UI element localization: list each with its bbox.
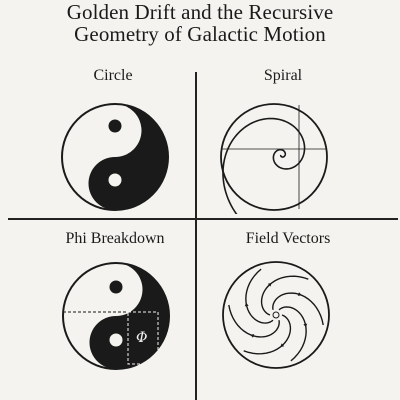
- field-arrowhead: [280, 343, 285, 348]
- phi-dark-half: [89, 263, 169, 369]
- field-arrowhead: [267, 282, 272, 287]
- field-arrowhead: [250, 334, 255, 338]
- field-arm: [272, 292, 324, 326]
- phi-yin-yang: Φ: [62, 262, 170, 370]
- phi-breakdown-label: Phi Breakdown: [65, 230, 165, 247]
- field-vectors-diagram: [222, 261, 330, 369]
- field-arm: [228, 304, 280, 338]
- circle-label: Circle: [93, 67, 133, 84]
- spiral-label: Spiral: [263, 67, 303, 84]
- circle-light-dot: [108, 173, 122, 187]
- spiral-outline: [220, 103, 328, 211]
- title-line-2: Geometry of Galactic Motion: [74, 22, 326, 46]
- page-title: Golden Drift and the Recursive Geometry …: [0, 0, 400, 45]
- field-arm: [278, 306, 307, 362]
- circle-yin-yang: [61, 103, 169, 211]
- phi-symbol: Φ: [136, 330, 147, 346]
- field-arrowhead: [297, 292, 302, 296]
- phi-dark-dot: [109, 280, 123, 294]
- spiral-curve: [222, 117, 306, 214]
- phi-light-dot: [109, 333, 123, 347]
- field-vectors-label: Field Vectors: [245, 230, 331, 247]
- horizontal-divider: [8, 218, 398, 220]
- golden-spiral: [220, 103, 328, 214]
- field-center: [272, 311, 280, 319]
- field-outline: [222, 261, 330, 369]
- field-arm: [245, 268, 274, 324]
- field-arms: [228, 268, 324, 362]
- title-line-1: Golden Drift and the Recursive: [66, 0, 334, 24]
- field-arrowhead: [303, 323, 308, 328]
- field-arm: [260, 275, 309, 316]
- vertical-divider: [195, 72, 197, 400]
- phi-ratio-box: [127, 311, 159, 365]
- field-arm: [243, 314, 292, 355]
- field-arrowhead: [244, 302, 249, 307]
- circle-dark-dot: [108, 119, 122, 133]
- circle-dark-half: [88, 104, 168, 210]
